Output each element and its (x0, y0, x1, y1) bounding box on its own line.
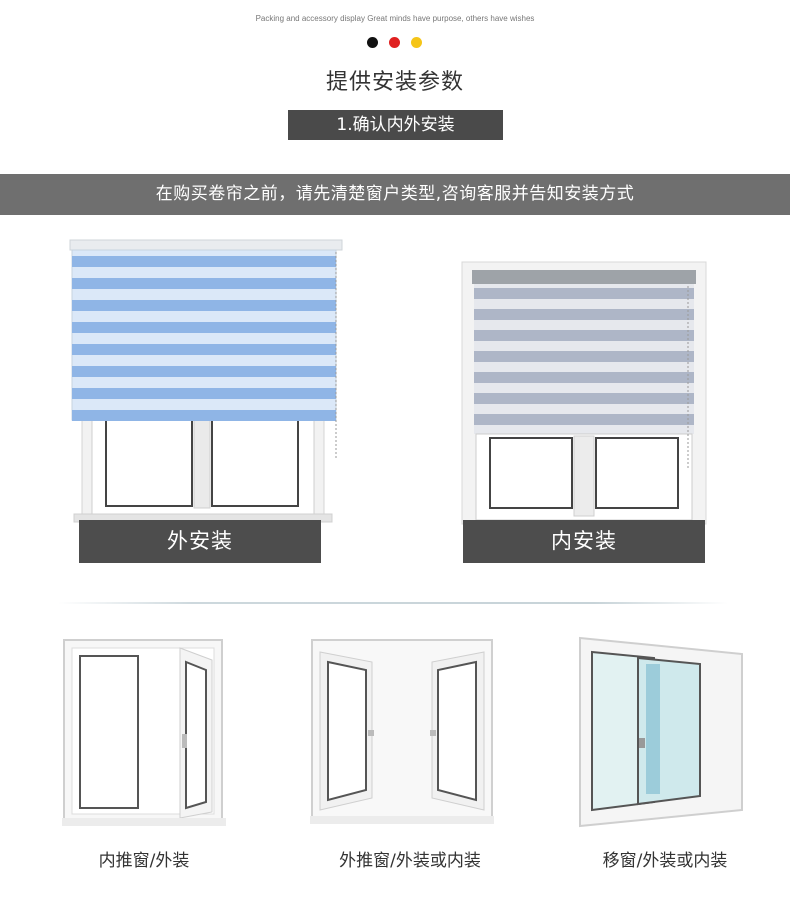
blind-stripe (72, 388, 336, 399)
blind-stripes (474, 288, 694, 425)
blind-stripe (474, 288, 694, 299)
black-dot-icon (367, 37, 378, 48)
window-label-sliding: 移窗/外装或内装 (602, 851, 728, 871)
blind-stripe (474, 309, 694, 320)
yellow-dot-icon (411, 37, 422, 48)
red-dot-icon (389, 37, 400, 48)
blind-stripe (474, 330, 694, 341)
blind-stripe (72, 322, 336, 333)
blind-stripe (72, 300, 336, 311)
step-badge: 1.确认内外安装 (288, 110, 503, 140)
window-label-outward: 外推窗/外装或内装 (339, 851, 481, 871)
mount-caption-outside: 外安装 (79, 520, 321, 563)
english-tagline: Packing and accessory display Great mind… (255, 14, 535, 23)
mount-caption-inside: 内安装 (463, 520, 705, 563)
blind-stripe (474, 414, 694, 425)
blind-stripe (72, 410, 336, 421)
blind-stripe (72, 366, 336, 377)
blind-stripe (72, 278, 336, 289)
blind-stripe (474, 393, 694, 404)
blind-stripe (72, 256, 336, 267)
section-divider (58, 602, 728, 604)
blind-stripe (72, 344, 336, 355)
sliding-window-illustration (579, 636, 743, 828)
outward-window-illustration (310, 639, 494, 824)
color-dots (367, 37, 427, 49)
blind-stripes (72, 256, 336, 421)
inside-mount-illustration (461, 261, 707, 525)
blind-stripe (474, 372, 694, 383)
window-label-inward: 内推窗/外装 (98, 851, 190, 871)
outside-mount-illustration (69, 239, 343, 523)
inward-window-illustration (62, 639, 226, 826)
notice-bar: 在购买卷帘之前，请先清楚窗户类型,咨询客服并告知安装方式 (0, 174, 790, 215)
blind-stripe (474, 351, 694, 362)
page-title: 提供安装参数 (325, 70, 464, 95)
